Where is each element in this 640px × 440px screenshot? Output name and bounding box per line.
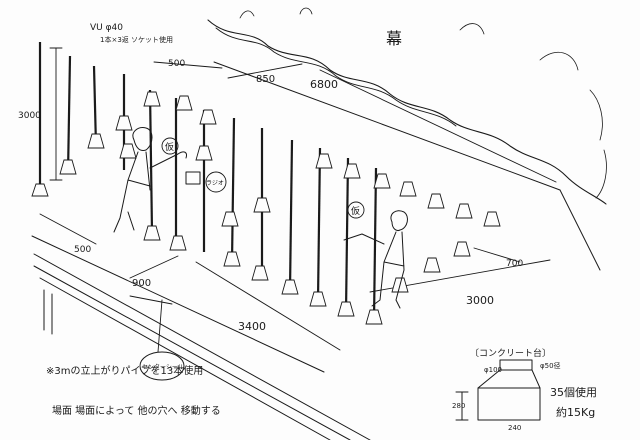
dim-900: 900 bbox=[132, 278, 151, 289]
base-block bbox=[223, 251, 241, 267]
pipe bbox=[230, 117, 236, 263]
base-block bbox=[59, 159, 77, 175]
base-block bbox=[87, 133, 105, 149]
count-note: 35個使用 bbox=[550, 386, 597, 399]
stage-right-edge bbox=[559, 189, 601, 271]
person-figure-2 bbox=[343, 210, 408, 309]
base-block bbox=[195, 145, 213, 161]
base-block bbox=[175, 95, 193, 111]
concrete-block-detail bbox=[455, 359, 541, 421]
note-line-2: 場面 場面によって 他の穴へ 移動する bbox=[52, 404, 221, 417]
base-block bbox=[281, 279, 299, 295]
base-block bbox=[253, 197, 271, 213]
base-block bbox=[115, 115, 133, 131]
note-line-1: ※3mの立上がりパイプを13本使用 bbox=[46, 364, 203, 377]
provisional-mark-2: 仮 bbox=[351, 205, 360, 217]
center-seal-label: センターシール bbox=[142, 363, 184, 371]
base-block bbox=[315, 153, 333, 169]
dim-3000: 3000 bbox=[466, 294, 494, 307]
dim-height-line bbox=[49, 47, 63, 181]
base-block bbox=[169, 235, 187, 251]
dim-500-left-line bbox=[39, 213, 97, 245]
pipe-row-front bbox=[38, 42, 378, 321]
base-block bbox=[373, 173, 391, 189]
provisional-mark-circle-1 bbox=[161, 137, 179, 155]
vu-spec-label: VU φ40 bbox=[90, 23, 123, 33]
front-rail bbox=[33, 253, 371, 440]
pipe bbox=[288, 139, 294, 291]
dim-900-line bbox=[129, 255, 179, 279]
pipe bbox=[372, 167, 378, 321]
pipe bbox=[344, 157, 350, 313]
radio-label: ラジオ bbox=[206, 180, 224, 187]
dim-6800-line bbox=[319, 69, 557, 183]
base-block bbox=[143, 91, 161, 107]
concrete-dim-top: φ100 bbox=[484, 366, 502, 374]
dim-6800: 6800 bbox=[310, 78, 338, 91]
dim-850: 850 bbox=[256, 74, 275, 85]
dim-700: 700 bbox=[506, 259, 523, 269]
center-seal-leader bbox=[129, 295, 173, 353]
dim-850-line bbox=[227, 63, 303, 79]
base-block bbox=[427, 193, 445, 209]
stage-back-edge bbox=[213, 61, 561, 191]
base-block bbox=[455, 203, 473, 219]
base-block bbox=[399, 181, 417, 197]
base-block bbox=[199, 109, 217, 125]
weight-note: 約15Kg bbox=[556, 405, 595, 419]
front-rail-post bbox=[43, 289, 53, 335]
curtain-top-strokes bbox=[239, 7, 607, 199]
base-block bbox=[483, 211, 501, 227]
base-block bbox=[31, 183, 49, 197]
base-block bbox=[143, 225, 161, 241]
provisional-mark-circle-2 bbox=[347, 201, 365, 219]
dim-3400: 3400 bbox=[238, 320, 266, 333]
pipe bbox=[148, 89, 154, 233]
pipe bbox=[92, 65, 98, 147]
base-block bbox=[221, 211, 239, 227]
base-block bbox=[365, 309, 383, 325]
height-dimension: 3000 bbox=[18, 111, 41, 121]
concrete-title: 〔コンクリート台〕 bbox=[470, 347, 551, 359]
curtain-line-2 bbox=[215, 27, 457, 127]
dim-3400-line bbox=[195, 261, 341, 351]
dim-500-top: 500 bbox=[168, 59, 185, 69]
curtain-label: 幕 bbox=[386, 29, 402, 48]
base-block bbox=[453, 241, 471, 257]
concrete-base: 240 bbox=[508, 424, 521, 432]
radio-device-icon bbox=[185, 171, 201, 185]
base-block bbox=[119, 143, 137, 159]
concrete-dim-bottom: φ50径 bbox=[540, 361, 561, 370]
concrete-height: 280 bbox=[452, 402, 465, 410]
base-block bbox=[423, 257, 441, 273]
pipe bbox=[66, 55, 72, 175]
dim-500-top-line bbox=[153, 61, 223, 69]
radio-circle bbox=[205, 171, 227, 193]
center-seal-circle bbox=[139, 351, 185, 381]
provisional-mark-1: 仮 bbox=[165, 141, 174, 153]
base-block bbox=[337, 301, 355, 317]
dim-500-left: 500 bbox=[74, 245, 91, 255]
base-block bbox=[251, 265, 269, 281]
person-figure-1 bbox=[113, 127, 187, 233]
base-block bbox=[309, 291, 327, 307]
concrete-bases bbox=[31, 91, 501, 325]
base-block bbox=[343, 163, 361, 179]
pipe bbox=[316, 147, 322, 301]
curtain-line bbox=[207, 19, 607, 205]
vu-spec-label-2: 1本×3返 ソケット使用 bbox=[100, 35, 173, 44]
stage-front-edge bbox=[31, 235, 325, 373]
dim-700-line bbox=[473, 247, 521, 263]
